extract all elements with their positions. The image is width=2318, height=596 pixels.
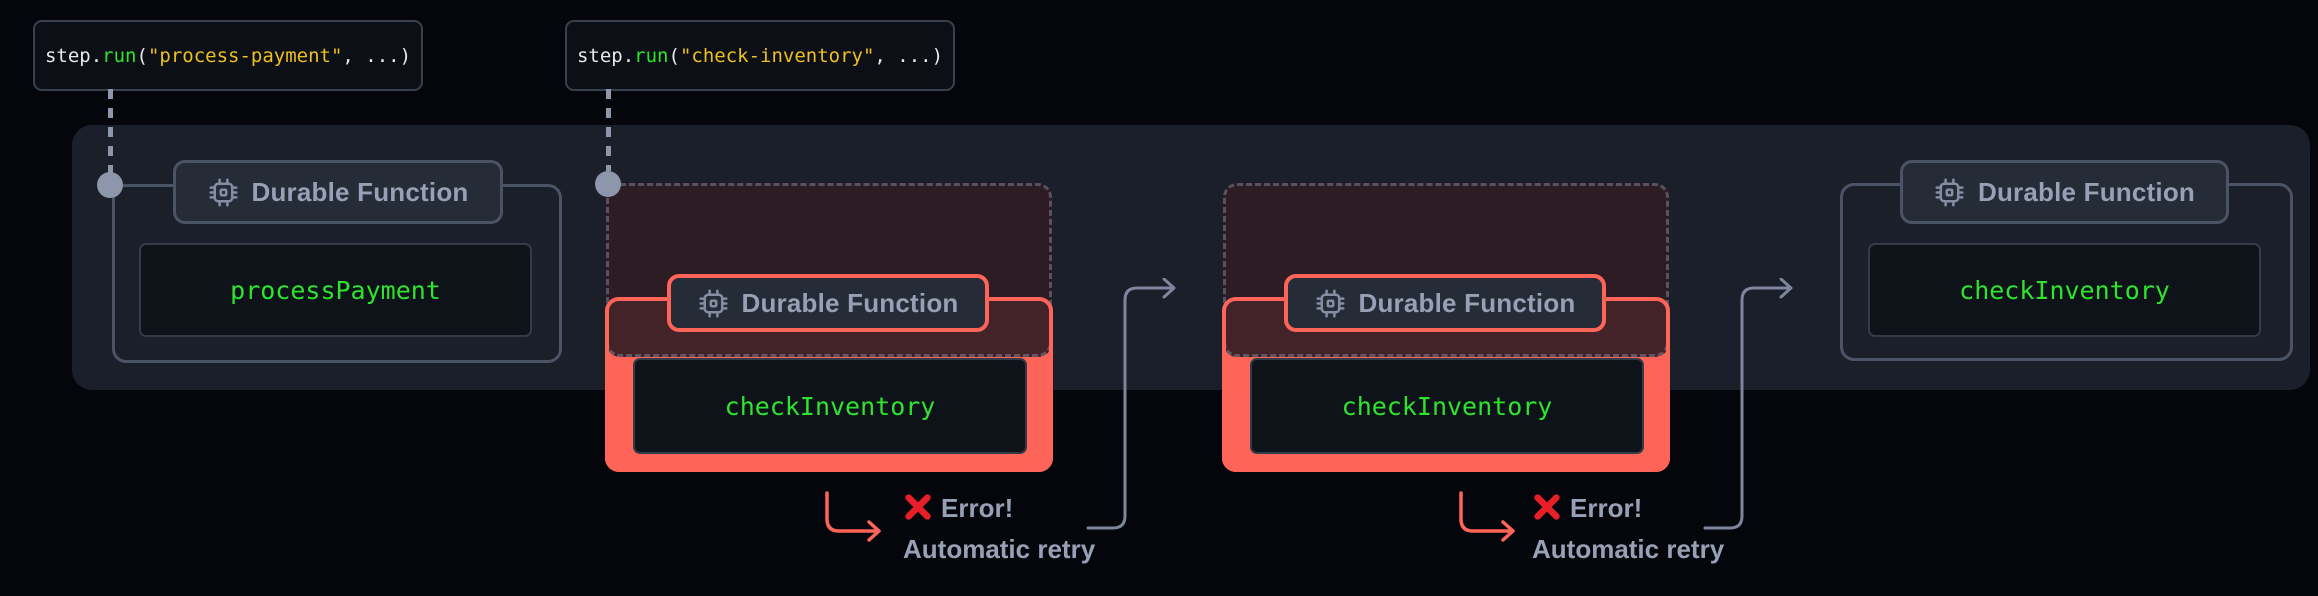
code-token-paren: ( xyxy=(136,44,148,67)
code-token-string: "check-inventory" xyxy=(679,44,875,67)
function-name-box: checkInventory xyxy=(1250,358,1644,454)
code-token-method: run xyxy=(634,44,669,67)
durable-function-badge: Durable Function xyxy=(667,274,989,332)
durable-function-badge: Durable Function xyxy=(1900,160,2229,224)
connector-dot xyxy=(595,171,621,197)
chip-icon xyxy=(698,288,728,318)
code-token-object: step. xyxy=(576,44,635,67)
error-label: Error! xyxy=(941,493,1014,523)
function-name-box: checkInventory xyxy=(633,358,1027,454)
function-name: checkInventory xyxy=(1341,391,1553,421)
function-name: checkInventory xyxy=(1959,275,2170,305)
code-token-object: step. xyxy=(44,44,103,67)
code-token-rest: , ...) xyxy=(342,44,412,67)
error-elbow-arrow xyxy=(825,491,881,542)
chip-icon xyxy=(1315,288,1345,318)
code-callout-check-inventory: step.run("check-inventory", ...) xyxy=(565,20,955,91)
code-token-string: "process-payment" xyxy=(147,44,343,67)
code-callout-process-payment: step.run("process-payment", ...) xyxy=(33,20,423,91)
retry-arrow xyxy=(1703,278,1793,530)
dashed-connector-line xyxy=(108,89,113,173)
function-name-box: checkInventory xyxy=(1868,243,2261,337)
retry-arrow xyxy=(1086,278,1176,530)
function-name: checkInventory xyxy=(724,391,936,421)
connector-dot xyxy=(97,172,123,198)
error-x-icon xyxy=(905,494,931,520)
durable-function-badge: Durable Function xyxy=(1284,274,1606,332)
badge-label: Durable Function xyxy=(741,287,959,318)
retry-label: Automatic retry xyxy=(903,534,1096,564)
error-x-icon xyxy=(1534,494,1560,520)
code-token-method: run xyxy=(102,44,137,67)
retry-label: Automatic retry xyxy=(1532,534,1725,564)
function-name-box: processPayment xyxy=(139,243,532,337)
chip-icon xyxy=(208,177,238,207)
chip-icon xyxy=(1935,177,1964,207)
function-name: processPayment xyxy=(230,275,441,305)
badge-label: Durable Function xyxy=(251,176,469,207)
error-label: Error! xyxy=(1570,493,1643,523)
badge-label: Durable Function xyxy=(1978,176,2195,207)
dashed-connector-line xyxy=(606,89,611,171)
code-token-rest: , ...) xyxy=(874,44,944,67)
badge-label: Durable Function xyxy=(1358,287,1576,318)
error-elbow-arrow xyxy=(1459,491,1515,542)
code-token-paren: ( xyxy=(668,44,680,67)
durable-function-badge: Durable Function xyxy=(173,160,503,224)
